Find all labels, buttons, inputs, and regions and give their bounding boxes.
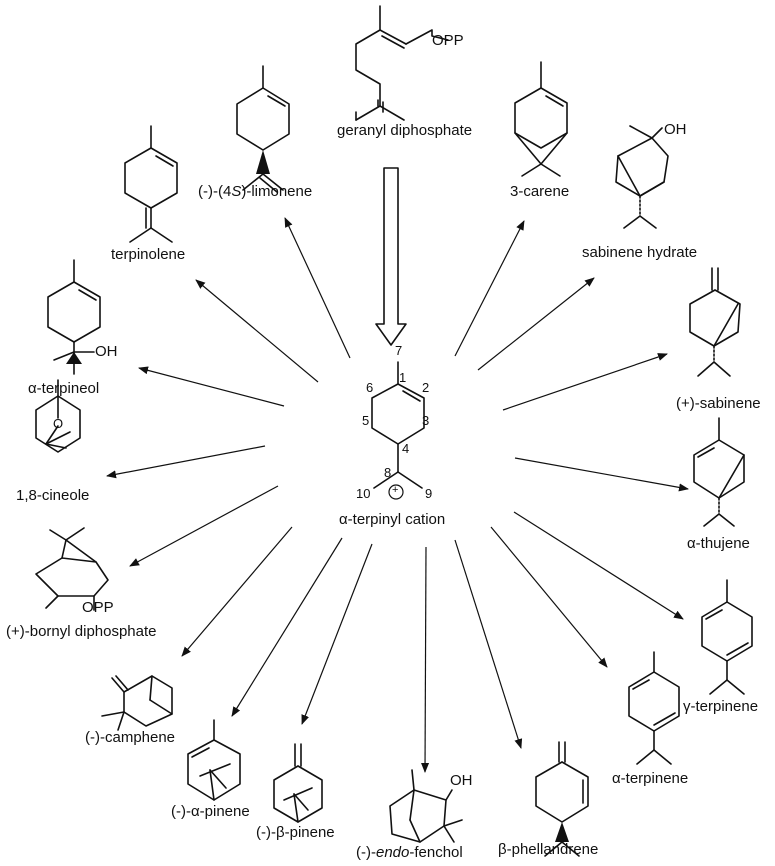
- bornyl-opp-group: OPP: [82, 599, 114, 616]
- beta-pinene-structure: [273, 743, 323, 823]
- atom-number-5: 5: [362, 413, 370, 428]
- cineole-structure: [35, 379, 81, 453]
- arrow-to-beta-phellandrene: [454, 539, 523, 749]
- alpha-terpineol-oh: OH: [95, 343, 118, 360]
- arrow-to-alpha-pinene: [231, 537, 343, 717]
- carbocation-charge: +: [392, 484, 399, 496]
- alpha-terpinene-structure: [628, 651, 680, 765]
- atom-number-1: 1: [399, 370, 407, 385]
- sabinene-hydrate-structure: [615, 125, 669, 229]
- limonene-structure: [236, 65, 290, 193]
- alpha-pinene-structure: [187, 719, 241, 801]
- terpinolene-label: terpinolene: [111, 246, 186, 263]
- arrow-to-alpha-terpinene: [490, 526, 608, 668]
- arrow-to-limonene: [284, 217, 351, 359]
- camphene-structure: [101, 675, 173, 731]
- arrow-to-gamma-terpinene: [513, 511, 684, 620]
- reaction-arrows: [106, 217, 689, 773]
- fenchol-oh: OH: [450, 772, 473, 789]
- limonene-label: (-)-(4S)-limonene: [198, 183, 313, 200]
- endo-fenchol-label: (-)-endo-fenchol: [356, 844, 463, 861]
- atom-number-9: 9: [425, 486, 433, 501]
- sabinene-label: (+)-sabinene: [676, 395, 761, 412]
- alpha-thujene-structure: [693, 417, 745, 527]
- beta-phellandrene-label: β-phellandrene: [498, 841, 599, 858]
- gpp-opp-group: OPP: [432, 32, 464, 49]
- gpp-label: geranyl diphosphate: [337, 122, 473, 139]
- arrow-to-terpinolene: [195, 279, 319, 383]
- arrow-to-endo-fenchol: [421, 546, 430, 773]
- atom-number-6: 6: [366, 380, 374, 395]
- cineole-label: 1,8-cineole: [16, 487, 90, 504]
- atom-number-8: 8: [384, 465, 392, 480]
- arrow-to-beta-pinene: [301, 543, 373, 725]
- arrow-to-alpha-terpineol: [138, 366, 285, 407]
- cineole-oxygen: O: [53, 416, 64, 431]
- sabinene-structure: [689, 267, 741, 377]
- sabinene-hydrate-oh: OH: [664, 121, 687, 138]
- camphene-label: (-)-camphene: [85, 729, 176, 746]
- gpp-structure: [355, 5, 449, 121]
- alpha-pinene-label: (-)-α-pinene: [171, 803, 250, 820]
- arrow-to-sabinene: [502, 353, 668, 411]
- arrow-to-alpha-thujene: [514, 457, 689, 492]
- center-label: α-terpinyl cation: [339, 511, 446, 528]
- terpinolene-structure: [124, 125, 178, 243]
- beta-pinene-label: (-)-β-pinene: [256, 824, 335, 841]
- bornyl-diphosphate-label: (+)-bornyl diphosphate: [6, 623, 157, 640]
- arrow-to-camphene: [181, 526, 293, 657]
- atom-number-4: 4: [402, 441, 410, 456]
- 3-carene-label: 3-carene: [510, 183, 570, 200]
- atom-number-7: 7: [395, 343, 403, 358]
- beta-phellandrene-structure: [535, 741, 589, 857]
- 3-carene-structure: [514, 61, 568, 177]
- arrow-to-3-carene: [454, 220, 525, 357]
- sabinene-hydrate-label: sabinene hydrate: [582, 244, 698, 261]
- gamma-terpinene-structure: [701, 579, 753, 695]
- hollow-arrow: [375, 167, 407, 346]
- endo-fenchol-structure: [389, 769, 463, 843]
- bornyl-diphosphate-structure: [35, 527, 109, 611]
- arrow-to-sabinene-hydrate: [477, 277, 595, 371]
- alpha-terpinyl-cation-structure: [371, 361, 425, 500]
- arrow-to-1-8-cineole: [106, 445, 266, 479]
- gamma-terpinene-label: γ-terpinene: [683, 698, 759, 715]
- atom-number-3: 3: [422, 413, 430, 428]
- alpha-terpineol-label: α-terpineol: [28, 380, 100, 397]
- alpha-terpinene-label: α-terpinene: [612, 770, 689, 787]
- arrow-to-bornyl-diphosphate: [129, 485, 279, 567]
- alpha-terpineol-structure: [47, 259, 101, 375]
- alpha-thujene-label: α-thujene: [687, 535, 750, 552]
- atom-number-10: 10: [356, 486, 371, 501]
- atom-number-2: 2: [422, 380, 430, 395]
